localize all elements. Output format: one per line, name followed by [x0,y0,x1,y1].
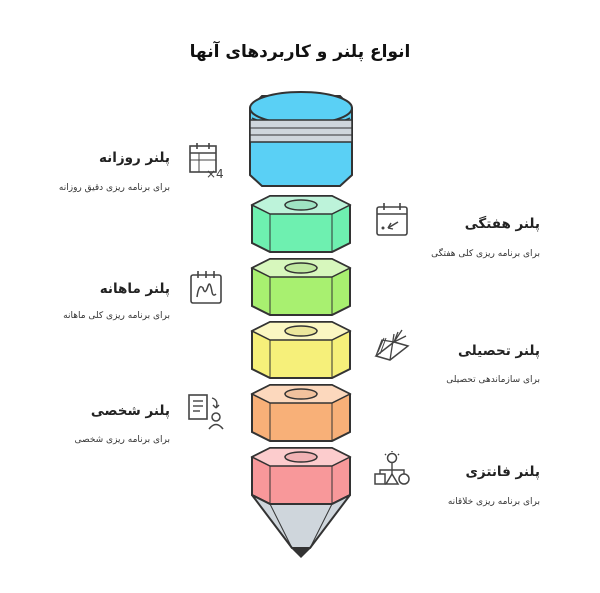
label-academic: پلنر تحصیلی [458,343,540,359]
label-daily: پلنر روزانه [98,150,170,166]
label-weekly: پلنر هفتگی [464,216,540,232]
desc-academic: برای سازماندهی تحصیلی [446,375,540,385]
segment-personal [250,384,352,442]
label-personal: پلنر شخصی [90,403,170,419]
svg-text:×4: ×4 [206,167,224,180]
label-fancy: پلنر فانتزی [465,464,540,480]
segment-academic [250,321,352,379]
segment-weekly [250,195,352,253]
checklist-person-icon [188,394,224,430]
label-monthly: پلنر ماهانه [99,281,170,297]
page-title: انواع پلنر و کاربردهای آنها [189,42,411,62]
pencil-tip [251,494,351,559]
calendar-arrow-icon [376,203,408,236]
desc-monthly: برای برنامه ریزی کلی ماهانه [63,311,170,321]
segment-fancy [250,447,352,505]
open-book-icon [374,329,410,361]
pencil-eraser [249,91,353,187]
calendar-scribble-icon [190,271,222,304]
desc-fancy: برای برنامه ریزی خلاقانه [447,497,540,507]
calendar-multiply-icon: ×4 [189,143,224,180]
desc-weekly: برای برنامه ریزی کلی هفتگی [431,249,540,259]
desc-daily: برای برنامه ریزی دقیق روزانه [58,183,170,193]
desc-personal: برای برنامه ریزی شخصی [74,435,170,445]
segment-monthly [250,258,352,316]
lightbulb-diagram-icon [374,451,410,485]
